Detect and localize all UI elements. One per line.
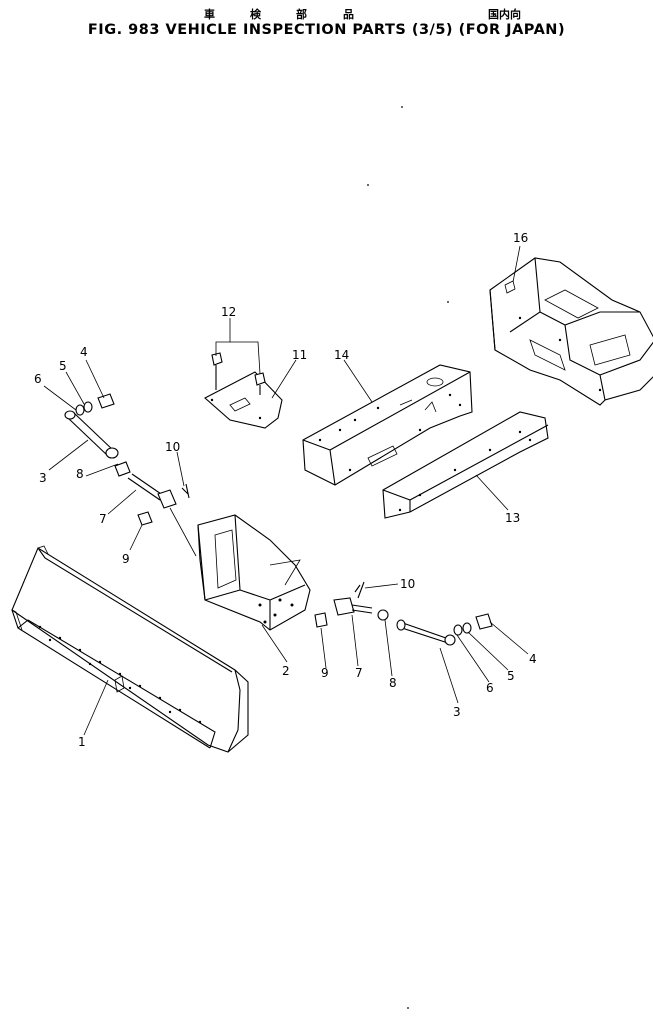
part-16-cover bbox=[489, 257, 653, 406]
callout-4-left: 4 bbox=[80, 345, 88, 359]
callout-6-left: 6 bbox=[34, 372, 42, 386]
callout-9-left: 9 bbox=[122, 552, 130, 566]
callout-labels: 1 2 3 3 4 4 5 5 6 6 7 7 8 8 9 9 10 10 11… bbox=[34, 231, 537, 749]
callout-5-right: 5 bbox=[507, 669, 515, 683]
figure-title: FIG. 983 VEHICLE INSPECTION PARTS (3/5) … bbox=[87, 22, 566, 38]
leader-lines bbox=[43, 245, 529, 736]
callout-9-right: 9 bbox=[321, 666, 329, 680]
callout-3-right: 3 bbox=[453, 705, 461, 719]
callout-2: 2 bbox=[282, 664, 290, 678]
jp-region-label: 国内向 bbox=[488, 8, 521, 21]
jp-char-4: 品 bbox=[343, 8, 354, 21]
left-hardware bbox=[64, 393, 190, 526]
callout-14: 14 bbox=[334, 348, 349, 362]
callout-12: 12 bbox=[221, 305, 236, 319]
jp-char-2: 検 bbox=[250, 8, 261, 21]
callout-1: 1 bbox=[78, 735, 86, 749]
callout-13: 13 bbox=[505, 511, 520, 525]
callout-10-left: 10 bbox=[165, 440, 180, 454]
callout-4-right: 4 bbox=[529, 652, 537, 666]
part-13-channel bbox=[382, 411, 549, 519]
part-1-blade bbox=[11, 545, 249, 753]
callout-8-right: 8 bbox=[389, 676, 397, 690]
callout-16: 16 bbox=[513, 231, 528, 245]
scan-specks bbox=[367, 106, 449, 1009]
japanese-title-line: 車 検 部 品 国内向 bbox=[0, 6, 653, 21]
part-12-nuts bbox=[211, 352, 266, 395]
callout-10-right: 10 bbox=[400, 577, 415, 591]
callout-7-right: 7 bbox=[355, 666, 363, 680]
part-2-bracket bbox=[197, 514, 311, 631]
jp-char-3: 部 bbox=[296, 8, 307, 21]
callout-8-left: 8 bbox=[76, 467, 84, 481]
part-14-plate bbox=[302, 364, 473, 486]
callout-3-left: 3 bbox=[39, 471, 47, 485]
callout-6-right: 6 bbox=[486, 681, 494, 695]
callout-5-left: 5 bbox=[59, 359, 67, 373]
callout-7-left: 7 bbox=[99, 512, 107, 526]
callout-11: 11 bbox=[292, 348, 307, 362]
right-hardware bbox=[314, 581, 493, 646]
part-11-cover-plate bbox=[204, 371, 283, 429]
jp-char-1: 車 bbox=[204, 8, 215, 21]
